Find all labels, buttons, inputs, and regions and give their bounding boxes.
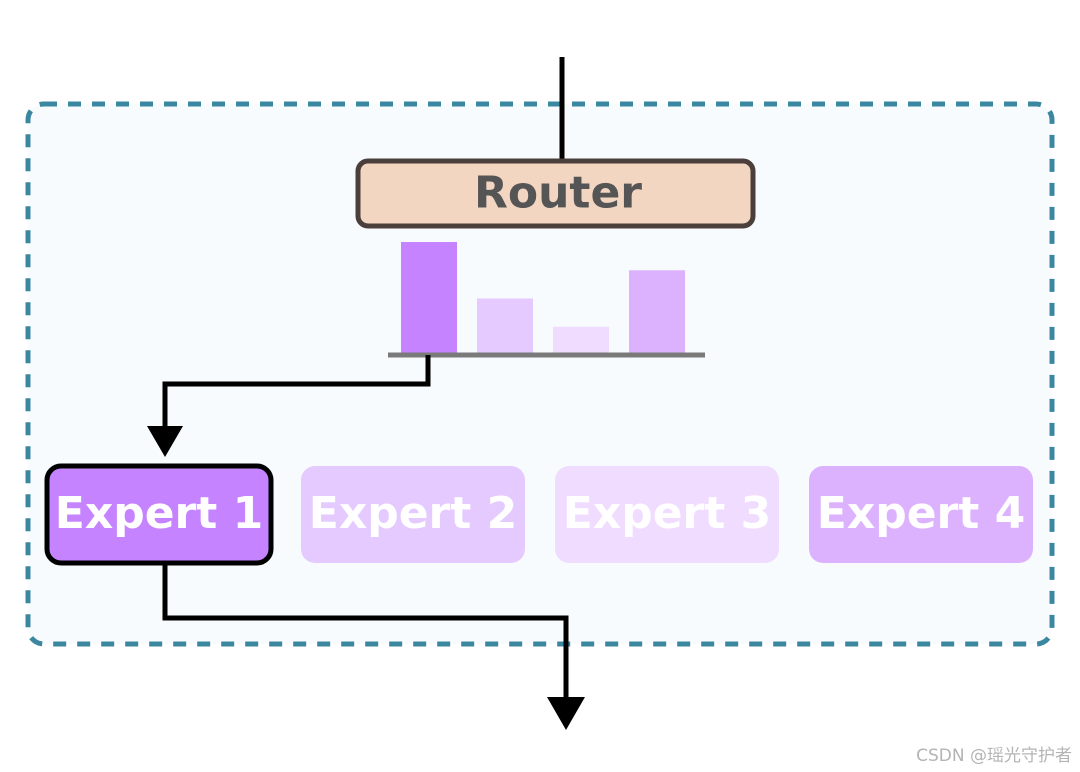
experts-row: Expert 1 Expert 2 Expert 3 Expert 4 — [44, 463, 1033, 566]
router-label: Router — [474, 168, 642, 219]
expert-label-1: Expert 1 — [55, 488, 263, 539]
expert-1: Expert 1 — [44, 463, 274, 566]
expert-box-2 — [301, 466, 525, 563]
gate-bar-2 — [477, 298, 533, 355]
router-box — [355, 158, 756, 229]
output-line — [162, 564, 569, 702]
expert-2: Expert 2 — [301, 466, 525, 563]
gate-score-bars — [401, 242, 685, 355]
expert-3: Expert 3 — [555, 466, 779, 563]
router-node: Router — [355, 158, 756, 229]
expert-box-3 — [555, 466, 779, 563]
gate-bar-1 — [401, 242, 457, 355]
expert-label-3: Expert 3 — [563, 488, 771, 539]
expert-4: Expert 4 — [809, 466, 1033, 563]
expert-box-1 — [44, 463, 274, 566]
expert-label-2: Expert 2 — [309, 488, 517, 539]
moe-layer-container — [25, 101, 1055, 647]
output-arrowhead — [547, 697, 585, 730]
route-arrowhead — [147, 426, 183, 457]
gate-bar-4 — [629, 270, 685, 355]
expert-box-4 — [809, 466, 1033, 563]
route-to-expert-1-line — [162, 355, 431, 432]
gate-bar-3 — [553, 326, 609, 355]
watermark: CSDN @瑶光守护者 — [916, 746, 1072, 766]
expert-label-4: Expert 4 — [817, 488, 1025, 539]
